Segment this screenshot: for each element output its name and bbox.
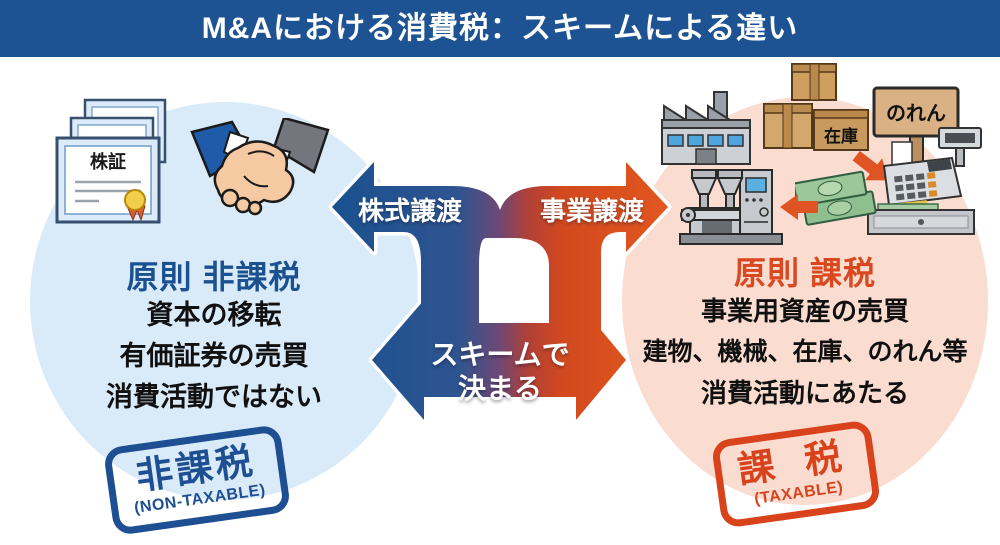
stock-certificates-icon: 株証 xyxy=(55,98,167,224)
handshake-icon xyxy=(190,118,330,216)
machine-icon xyxy=(679,169,783,245)
inventory-boxes-icon: 在庫 xyxy=(763,63,869,151)
page-title: M&Aにおける消費税：スキームによる違い xyxy=(201,12,799,45)
goodwill-sign-icon: のれん xyxy=(872,86,960,179)
cash-register-icon xyxy=(867,127,982,235)
left-line-3: 消費活動ではない xyxy=(106,382,322,412)
scheme-fork-arrows-graphic xyxy=(328,158,672,424)
double-arrow xyxy=(372,300,626,420)
inventory-label-text: 在庫 xyxy=(824,126,858,146)
decided-by-scheme-line1: スキームで xyxy=(430,339,570,370)
left-line-2: 有価証券の売買 xyxy=(119,341,309,371)
business-transfer-label: 事業譲渡 xyxy=(539,196,644,226)
left-line-1: 資本の移転 xyxy=(146,300,282,330)
goodwill-label-text: のれん xyxy=(886,102,946,125)
decided-by-scheme-label: スキームで 決まる xyxy=(400,338,600,406)
money-bills-icon xyxy=(795,170,877,226)
right-line-1: 事業用資産の売買 xyxy=(700,296,909,326)
arrow-register-to-machine-icon xyxy=(780,194,818,220)
title-bar: M&Aにおける消費税：スキームによる違い xyxy=(0,0,1000,57)
right-heading: 原則 課税 xyxy=(734,255,876,291)
decided-by-scheme-line2: 決まる xyxy=(457,373,542,404)
right-description: 事業用資産の売買 建物、機械、在庫、のれん等 消費活動にあたる xyxy=(622,291,988,414)
right-line-2: 建物、機械、在庫、のれん等 xyxy=(642,338,968,366)
share-transfer-label: 株式譲渡 xyxy=(357,196,462,226)
fork-arrow xyxy=(332,162,668,334)
arrow-boxes-to-register-icon xyxy=(852,150,888,181)
left-heading: 原則 非課税 xyxy=(126,259,302,295)
right-line-3: 消費活動にあたる xyxy=(700,378,909,408)
factory-icon xyxy=(661,91,751,165)
certificate-title-text: 株証 xyxy=(90,151,126,172)
left-description: 資本の移転 有価証券の売買 消費活動ではない xyxy=(34,295,394,418)
